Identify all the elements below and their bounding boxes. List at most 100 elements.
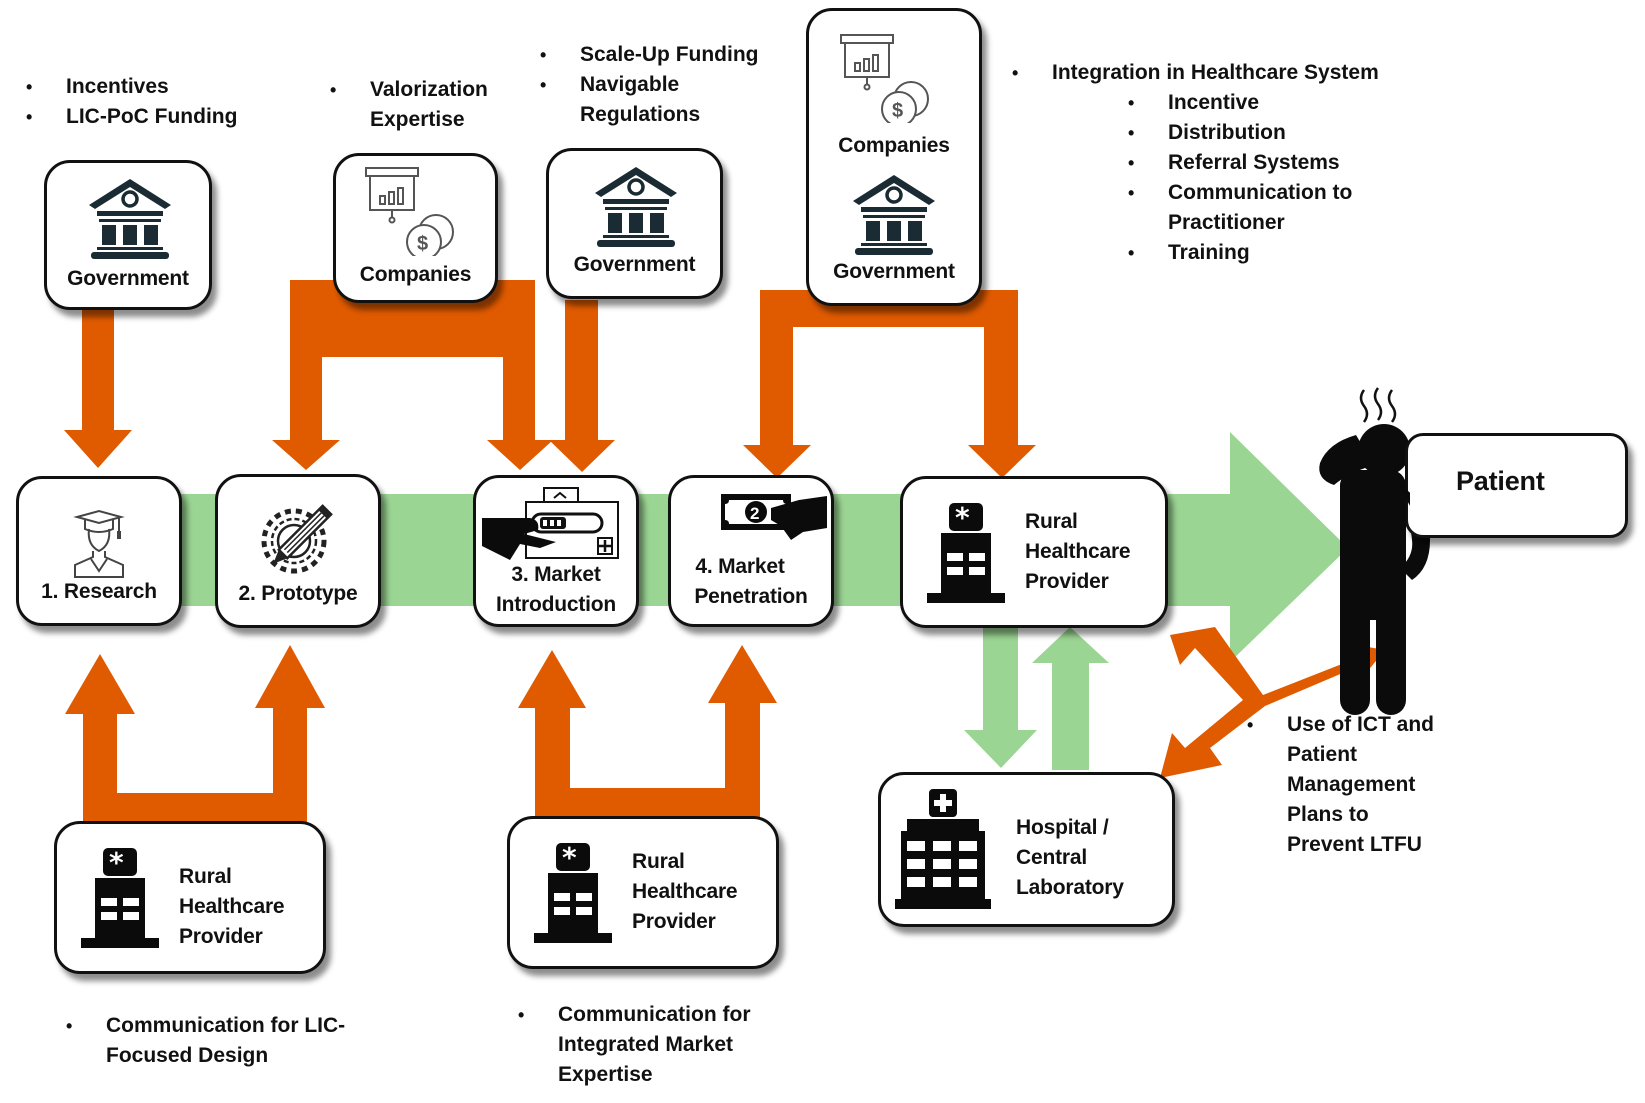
note-continuation-text: Patient: [1287, 743, 1358, 766]
provider-label: Provider: [179, 925, 263, 948]
up-arrow-to-rural-provider: [1032, 627, 1109, 770]
svg-text:2: 2: [750, 504, 759, 523]
stage-market-penetration: 2 4. Market Penetration: [668, 475, 834, 627]
note-continuation-text: Integrated Market: [558, 1033, 734, 1056]
patient-label: Patient: [1456, 466, 1545, 496]
note-continuation-text: Practitioner: [1168, 211, 1285, 234]
note-subitem: Distribution: [1128, 118, 1352, 148]
note-continuation-text: Prevent LTFU: [1287, 833, 1422, 856]
government-label: Government: [573, 253, 696, 276]
note-item: Communication for LIC-: [66, 1011, 345, 1041]
government-actor-box-2: Government: [546, 148, 723, 299]
svg-text:*: *: [562, 841, 577, 874]
note-item: Scale-Up Funding: [540, 40, 759, 70]
patient-box: Patient: [1405, 433, 1628, 538]
stage-label: 3. Market: [511, 563, 601, 586]
clinic-building-icon: *: [927, 501, 1005, 603]
stage-label: 2. Prototype: [238, 582, 358, 605]
stage-prototype: 2. Prototype: [215, 474, 381, 628]
stage-research: 1. Research: [16, 476, 182, 626]
graduate-icon: [73, 509, 125, 578]
note-continuation-text: Management: [1287, 773, 1416, 796]
note-item: Valorization: [330, 75, 488, 105]
note-item-continuation: Management: [1247, 770, 1434, 800]
hospital-central-laboratory-box: Hospital / Central Laboratory: [878, 772, 1175, 927]
note-continuation-text: Focused Design: [106, 1044, 269, 1067]
provider-label: Provider: [632, 910, 716, 933]
companies-finance-icon: $: [365, 167, 454, 256]
rural-healthcare-provider-bottom-1: * Rural Healthcare Provider: [54, 821, 326, 974]
arrow-provider1-to-research-and-prototype: [65, 645, 325, 830]
note-continuation-text: Regulations: [580, 103, 701, 126]
provider-label: Rural: [632, 850, 685, 873]
provider-label: Healthcare: [1025, 540, 1131, 563]
government-building-icon: [89, 179, 171, 259]
note-subitem: Referral Systems: [1128, 148, 1352, 178]
hand-medical-kit-icon: [482, 487, 619, 560]
notes-bottom-1: Communication for LIC- Focused Design: [66, 1011, 345, 1071]
note-item: Communication for: [518, 1000, 751, 1030]
clinic-building-icon: *: [534, 841, 612, 943]
note-continuation-text: Plans to: [1287, 803, 1369, 826]
arrow-companies-gov-to-penetration-and-provider: [743, 290, 1036, 478]
svg-text:*: *: [109, 846, 124, 879]
stage-label: Penetration: [694, 585, 808, 608]
note-item-continuation: Expertise: [518, 1060, 751, 1090]
note-item-continuation: Regulations: [540, 100, 759, 130]
companies-government-actor-box: $ Companies Government: [806, 8, 982, 306]
provider-label: Healthcare: [632, 880, 738, 903]
notes-government-2: Scale-Up Funding Navigable Regulations: [540, 40, 759, 130]
stage-label: 4. Market: [695, 555, 785, 578]
provider-label: Healthcare: [179, 895, 285, 918]
down-arrow-to-hospital: [964, 625, 1037, 768]
stage-label: Introduction: [495, 593, 617, 616]
svg-text:$: $: [417, 233, 428, 255]
rural-healthcare-provider-bottom-2: * Rural Healthcare Provider: [507, 816, 779, 969]
rural-healthcare-provider-main: * Rural Healthcare Provider: [900, 476, 1168, 628]
arrow-gov2-to-market-intro: [549, 300, 615, 472]
companies-label: Companies: [838, 134, 950, 157]
government-label: Government: [833, 260, 955, 283]
hand-money-icon: 2: [721, 494, 827, 540]
arrow-companies1-to-prototype-and-intro: [272, 280, 553, 470]
notes-integration: Integration in Healthcare System: [1012, 58, 1379, 88]
svg-text:*: *: [955, 501, 970, 534]
notes-ict: Use of ICT and Patient Management Plans …: [1247, 710, 1434, 860]
provider-label: Rural: [1025, 510, 1078, 533]
government-building-icon: [853, 175, 935, 255]
note-item-continuation: Prevent LTFU: [1247, 830, 1434, 860]
hospital-label: Laboratory: [1016, 876, 1124, 899]
notes-government-1: Incentives LIC-PoC Funding: [26, 72, 237, 132]
note-item-continuation: Integrated Market: [518, 1030, 751, 1060]
provider-label: Provider: [1025, 570, 1109, 593]
arrow-three-way-provider-patient-hospital: [1160, 627, 1385, 778]
note-subitem: Incentive: [1128, 88, 1352, 118]
stage-label: 1. Research: [41, 580, 157, 603]
note-item: Incentives: [26, 72, 237, 102]
companies-actor-box-1: $ Companies: [333, 153, 498, 303]
gear-pencil-icon: [261, 504, 333, 574]
note-item: Integration in Healthcare System: [1012, 58, 1379, 88]
provider-label: Rural: [179, 865, 232, 888]
note-item-continuation: Expertise: [330, 105, 488, 135]
government-actor-box-1: Government: [44, 160, 212, 310]
svg-text:$: $: [892, 100, 903, 122]
note-subitem: Training: [1128, 238, 1352, 268]
note-item: LIC-PoC Funding: [26, 102, 237, 132]
note-subitem: Communication to: [1128, 178, 1352, 208]
government-label: Government: [67, 267, 189, 290]
note-item-continuation: Plans to: [1247, 800, 1434, 830]
note-continuation-text: Expertise: [370, 108, 465, 131]
companies-label: Companies: [359, 263, 472, 286]
note-item-continuation: Patient: [1247, 740, 1434, 770]
patient-figure-overlap: [1340, 470, 1410, 550]
stage-market-introduction: 3. Market Introduction: [473, 475, 639, 627]
hospital-building-icon: [895, 789, 991, 909]
notes-integration-subitems: Incentive Distribution Referral Systems …: [1128, 88, 1352, 268]
notes-companies-1: Valorization Expertise: [330, 75, 488, 135]
hospital-label: Hospital /: [1016, 816, 1109, 839]
arrow-provider2-to-intro-and-penetration: [518, 645, 777, 818]
notes-bottom-2: Communication for Integrated Market Expe…: [518, 1000, 751, 1090]
note-item-continuation: Focused Design: [66, 1041, 345, 1071]
note-item: Use of ICT and: [1247, 710, 1434, 740]
